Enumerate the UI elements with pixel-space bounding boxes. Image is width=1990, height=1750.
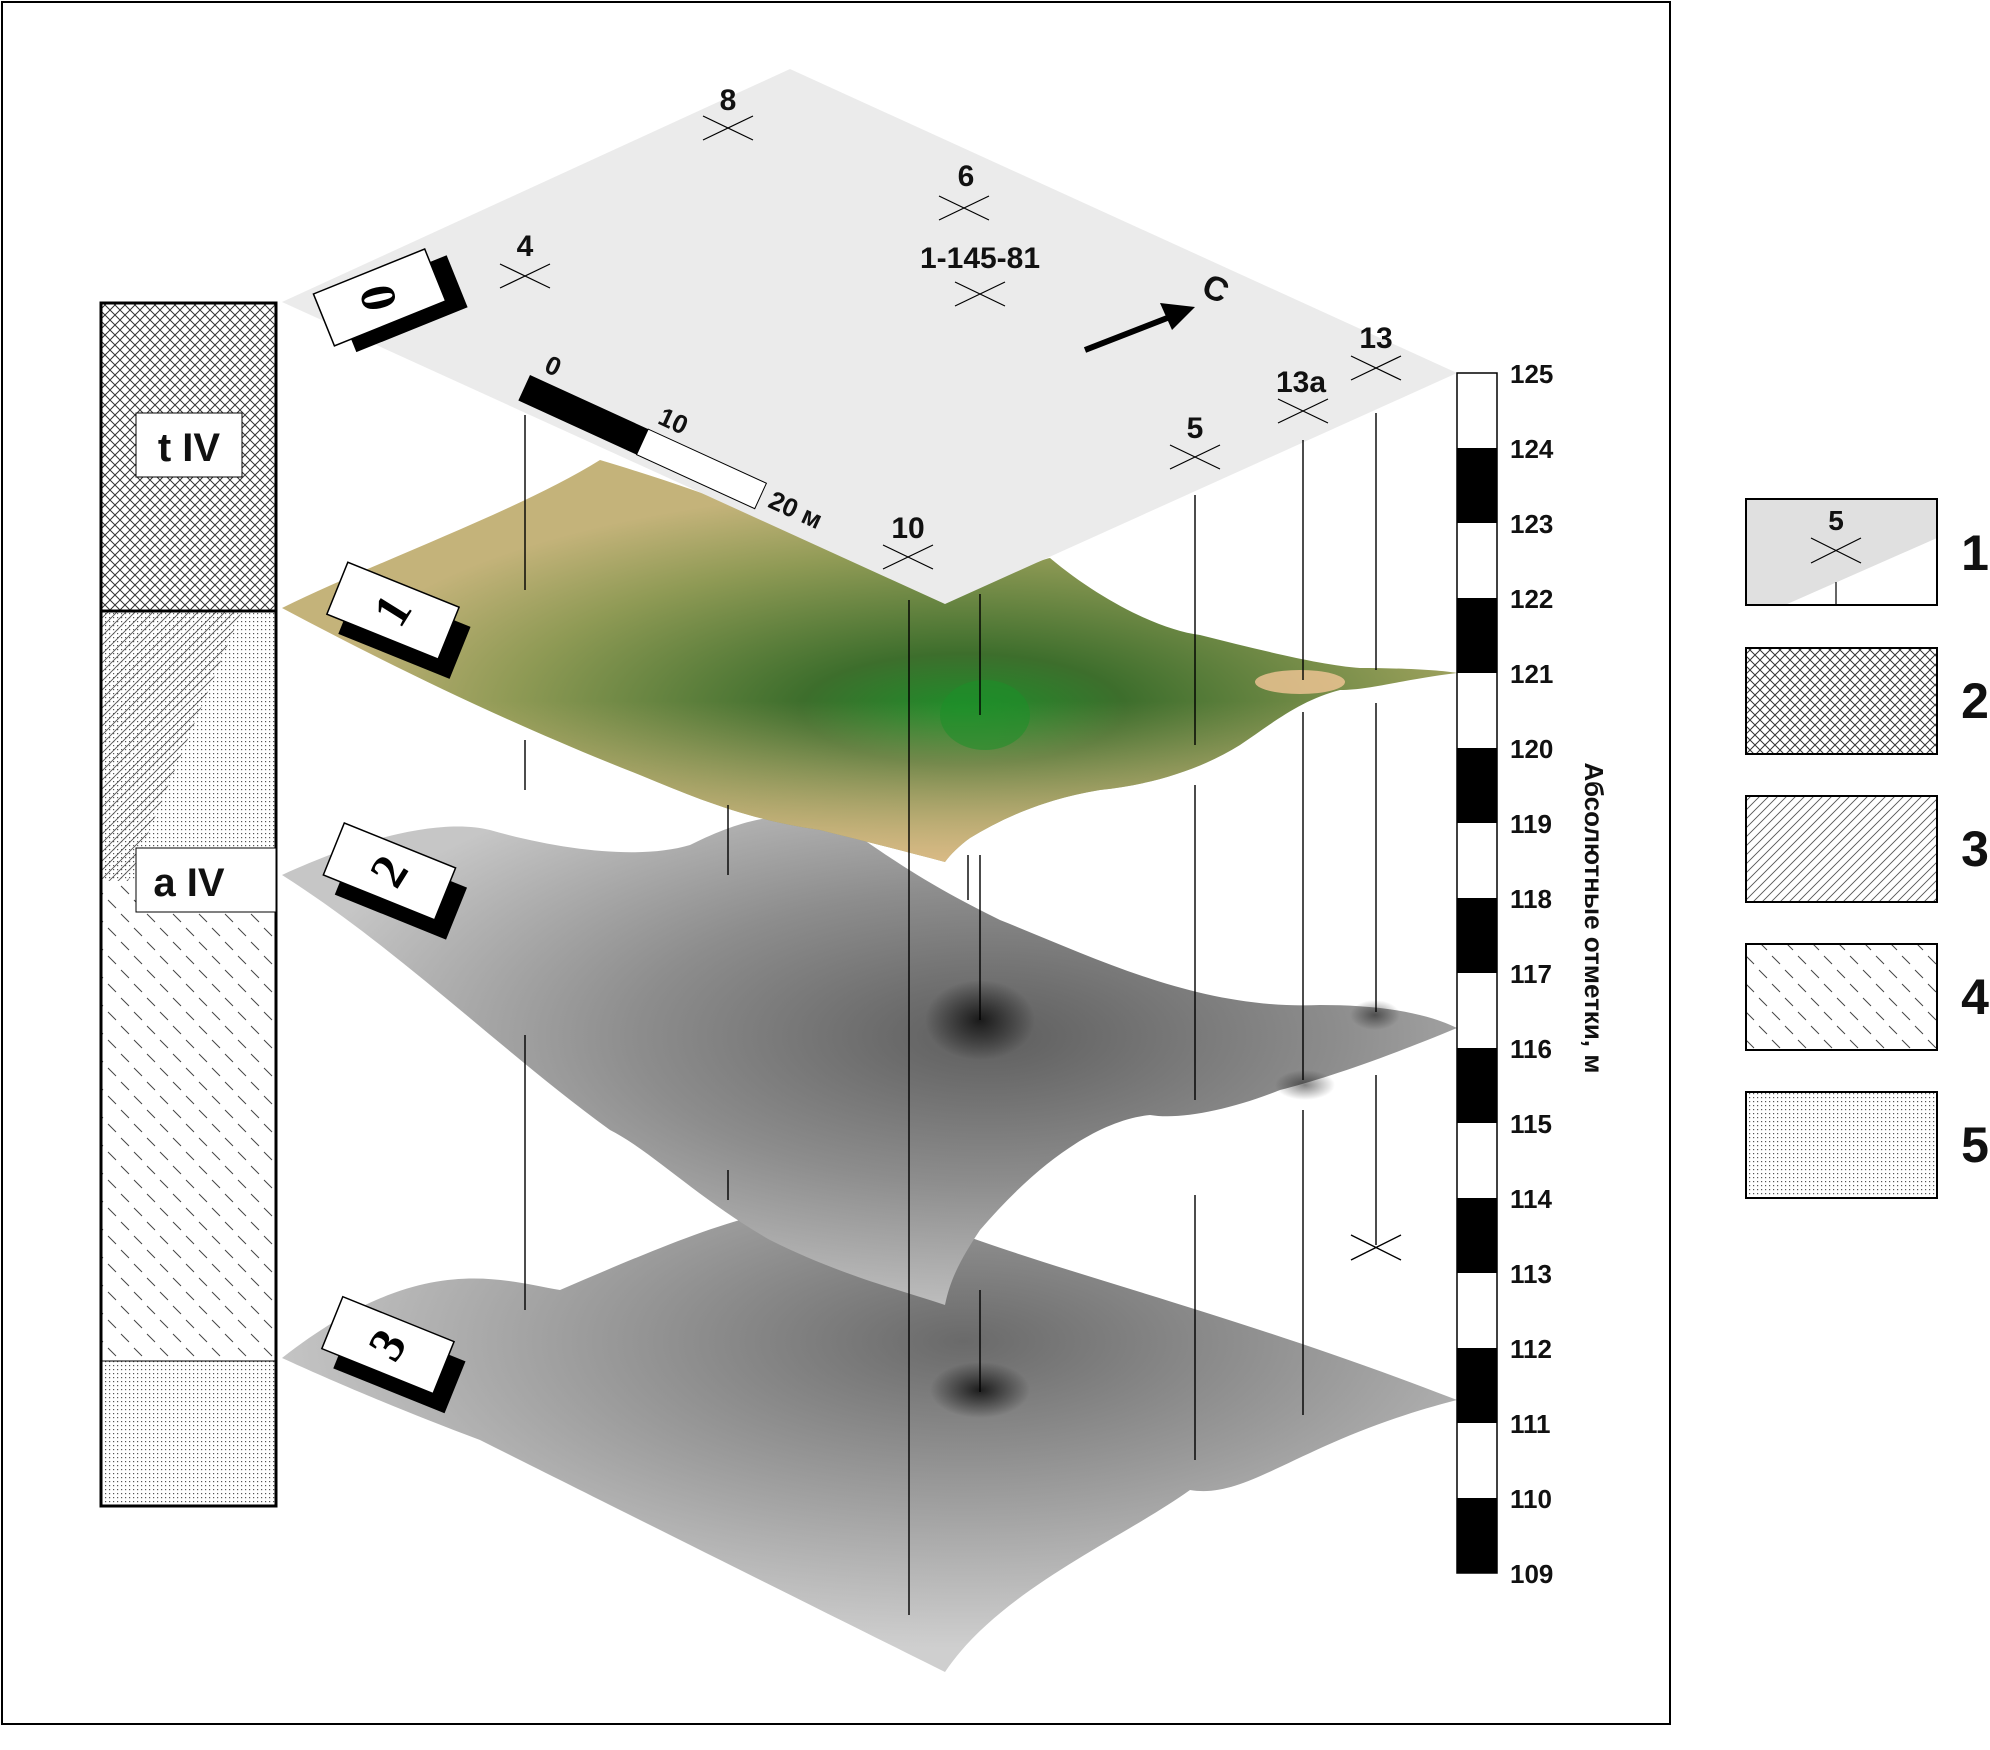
elevation-segment <box>1457 673 1497 748</box>
borehole-lines <box>524 413 1402 1615</box>
elevation-tick-label: 122 <box>1510 584 1553 614</box>
elevation-tick-label: 113 <box>1510 1259 1552 1289</box>
elevation-tick-label: 118 <box>1510 884 1552 914</box>
strat-label-lower: a IV <box>153 861 224 905</box>
surface-plate-1: 1 <box>325 561 471 679</box>
elevation-tick-label: 123 <box>1510 509 1553 539</box>
elevation-tick-label: 117 <box>1510 959 1552 989</box>
borehole-label: 10 <box>891 512 924 545</box>
elevation-tick-label: 119 <box>1510 809 1552 839</box>
elevation-tick-label: 120 <box>1510 734 1553 764</box>
legend-sample-label: 5 <box>1828 505 1844 536</box>
elevation-tick-label: 115 <box>1510 1109 1552 1139</box>
borehole-label: 5 <box>1187 412 1204 445</box>
surface-0 <box>282 69 1457 604</box>
elevation-segment <box>1457 1123 1497 1198</box>
elevation-segment <box>1457 898 1497 973</box>
surface-plate-3: 3 <box>320 1295 466 1414</box>
legend-number: 3 <box>1961 821 1989 877</box>
legend-item-1: 5 1 <box>1745 498 1989 606</box>
elevation-tick-label: 124 <box>1510 434 1554 464</box>
legend-item-4: 4 <box>1745 943 1989 1051</box>
legend-item-5: 5 <box>1745 1091 1989 1199</box>
legend-item-2: 2 <box>1745 647 1989 755</box>
borehole-label: 1-145-81 <box>920 242 1040 275</box>
borehole-label: 8 <box>720 84 737 117</box>
elevation-segment <box>1457 748 1497 823</box>
borehole-label: 13 <box>1359 322 1392 355</box>
elevation-segment <box>1457 1048 1497 1123</box>
elevation-tick-label: 109 <box>1510 1559 1553 1589</box>
elevation-tick-label: 121 <box>1510 659 1553 689</box>
elevation-segment <box>1457 1498 1497 1573</box>
legend-item-3: 3 <box>1745 795 1989 903</box>
strat-label-upper: t IV <box>158 426 221 470</box>
elevation-tick-label: 111 <box>1510 1409 1551 1439</box>
borehole-marks <box>499 115 1402 570</box>
strat-column: t IV a IV <box>99 301 278 1508</box>
surface-plate-0: 0 <box>312 248 468 353</box>
elevation-segment <box>1457 823 1497 898</box>
elevation-tick-label: 110 <box>1510 1484 1552 1514</box>
elevation-segment <box>1457 448 1497 523</box>
legend: 5 1 2 3 4 5 <box>1745 498 1989 1199</box>
surface-1 <box>282 460 1457 862</box>
elevation-segment <box>1457 1423 1497 1498</box>
elevation-segment <box>1457 1198 1497 1273</box>
elevation-tick-label: 125 <box>1510 359 1553 389</box>
elevation-segment <box>1457 973 1497 1048</box>
elevation-axis: 125 124 123 122 121 120 119 118 117 116 115 114 113 1… <box>1456 359 1609 1589</box>
elevation-segment <box>1457 373 1497 448</box>
elevation-tick-label: 114 <box>1510 1184 1552 1214</box>
elevation-segment <box>1457 1273 1497 1348</box>
elevation-segment <box>1457 523 1497 598</box>
borehole-label: 4 <box>517 230 534 263</box>
elevation-tick-label: 112 <box>1510 1334 1552 1364</box>
legend-number: 4 <box>1961 969 1989 1025</box>
surface-plate-2: 2 <box>322 822 468 940</box>
borehole-label: 13а <box>1276 366 1326 399</box>
elevation-segment <box>1457 598 1497 673</box>
legend-number: 1 <box>1961 525 1989 581</box>
legend-number: 2 <box>1961 673 1989 729</box>
elevation-segment <box>1457 1348 1497 1423</box>
elevation-tick-label: 116 <box>1510 1034 1552 1064</box>
scale-bar: 0 10 20 м <box>518 349 827 535</box>
borehole-label: 6 <box>958 160 975 193</box>
legend-number: 5 <box>1961 1117 1989 1173</box>
elevation-axis-label: Абсолютные отметки, м <box>1579 763 1609 1074</box>
borehole-labels: 8 6 1-145-81 4 13 13а 5 10 <box>517 84 1393 545</box>
